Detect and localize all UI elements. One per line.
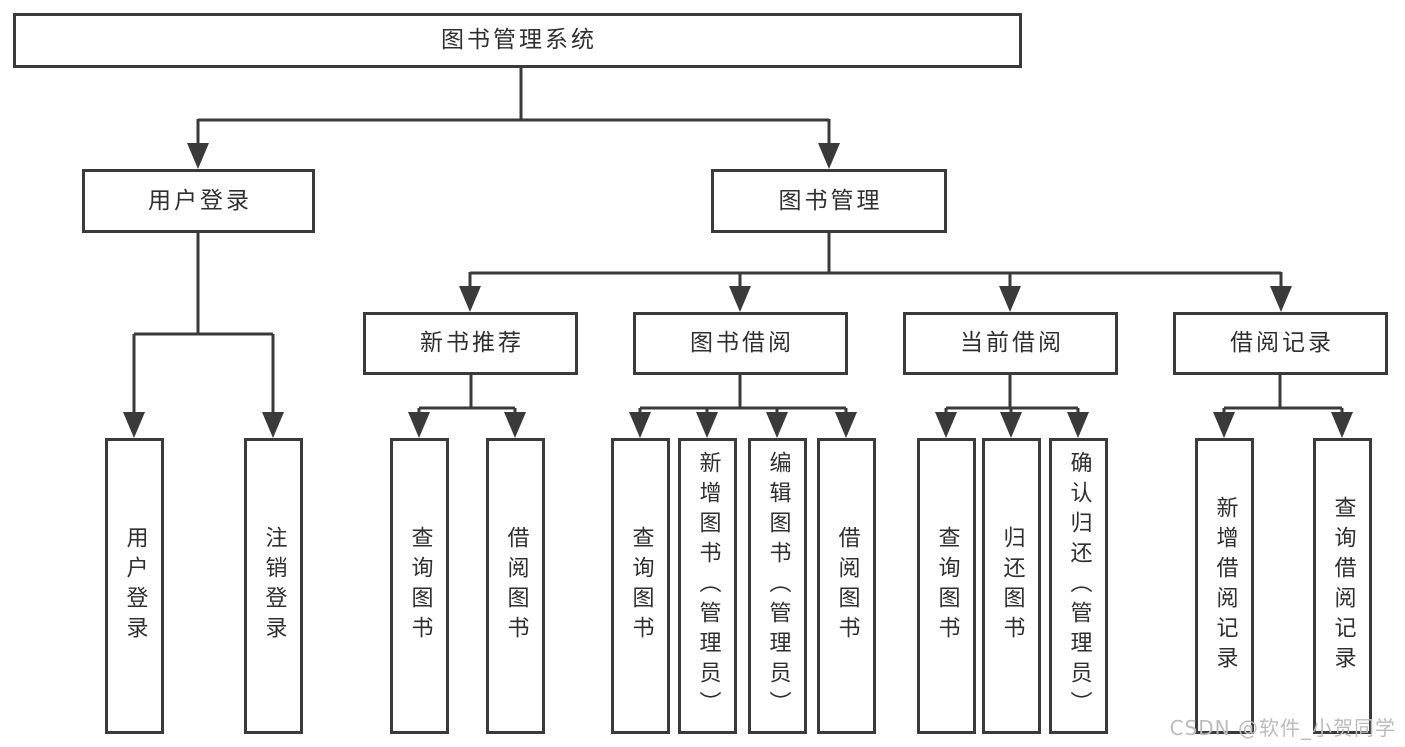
leaf-recommend-query-books: 查询图书 [390,438,449,734]
leaf-records-query-borrow-record: 查询借阅记录 [1313,438,1372,734]
node-book-borrowing: 图书借阅 [633,312,848,375]
edge-bookmgmt-to-level3 [468,233,1283,288]
arrow-down-icon [766,412,788,438]
leaf-borrowing-edit-books-admin: 编辑图书（管理员） [748,438,807,734]
arrow-down-icon [408,412,430,438]
leaf-user-login: 用户登录 [105,438,164,734]
edge-records-to-leaves [1222,375,1344,415]
leaf-current-confirm-return-admin: 确认归还（管理员） [1049,438,1108,734]
watermark: CSDN @软件_小贺同学 [1169,716,1396,740]
arrow-down-icon [123,412,145,438]
leaf-borrowing-add-books-admin: 新增图书（管理员） [678,438,737,734]
leaf-logout-login: 注销登录 [244,438,303,734]
leaf-records-add-borrow-record: 新增借阅记录 [1195,438,1254,734]
arrow-down-icon [1270,286,1292,312]
arrow-down-icon [835,412,857,438]
node-new-book-recommendation: 新书推荐 [363,312,578,375]
arrow-down-icon [1000,412,1022,438]
edge-userlogin-to-leaves [132,233,275,414]
arrow-down-icon [1067,412,1089,438]
edge-borrowing-to-leaves [638,375,848,415]
arrow-down-icon [1213,412,1235,438]
leaf-current-query-books: 查询图书 [917,438,976,734]
leaf-borrowing-borrow-books: 借阅图书 [817,438,876,734]
leaf-current-return-books: 归还图书 [982,438,1041,734]
arrow-down-icon [504,412,526,438]
arrow-down-icon [187,143,209,169]
leaf-recommend-borrow-books: 借阅图书 [486,438,545,734]
arrow-down-icon [629,412,651,438]
edge-recommend-to-leaves [417,375,517,415]
node-user-login: 用户登录 [82,169,315,233]
arrow-down-icon [1331,412,1353,438]
arrow-down-icon [696,412,718,438]
arrow-down-icon [999,286,1021,312]
arrow-down-icon [729,286,751,312]
arrow-down-icon [818,143,840,169]
arrow-down-icon [459,286,481,312]
node-current-borrowing: 当前借阅 [903,312,1118,375]
node-book-management: 图书管理 [711,169,947,233]
edge-current-to-leaves [944,375,1080,415]
leaf-borrowing-query-books: 查询图书 [611,438,670,734]
node-library-system: 图书管理系统 [13,13,1022,68]
node-borrowing-records: 借阅记录 [1173,312,1388,375]
edge-root-to-level2 [196,66,831,146]
arrow-down-icon [262,412,284,438]
arrow-down-icon [935,412,957,438]
